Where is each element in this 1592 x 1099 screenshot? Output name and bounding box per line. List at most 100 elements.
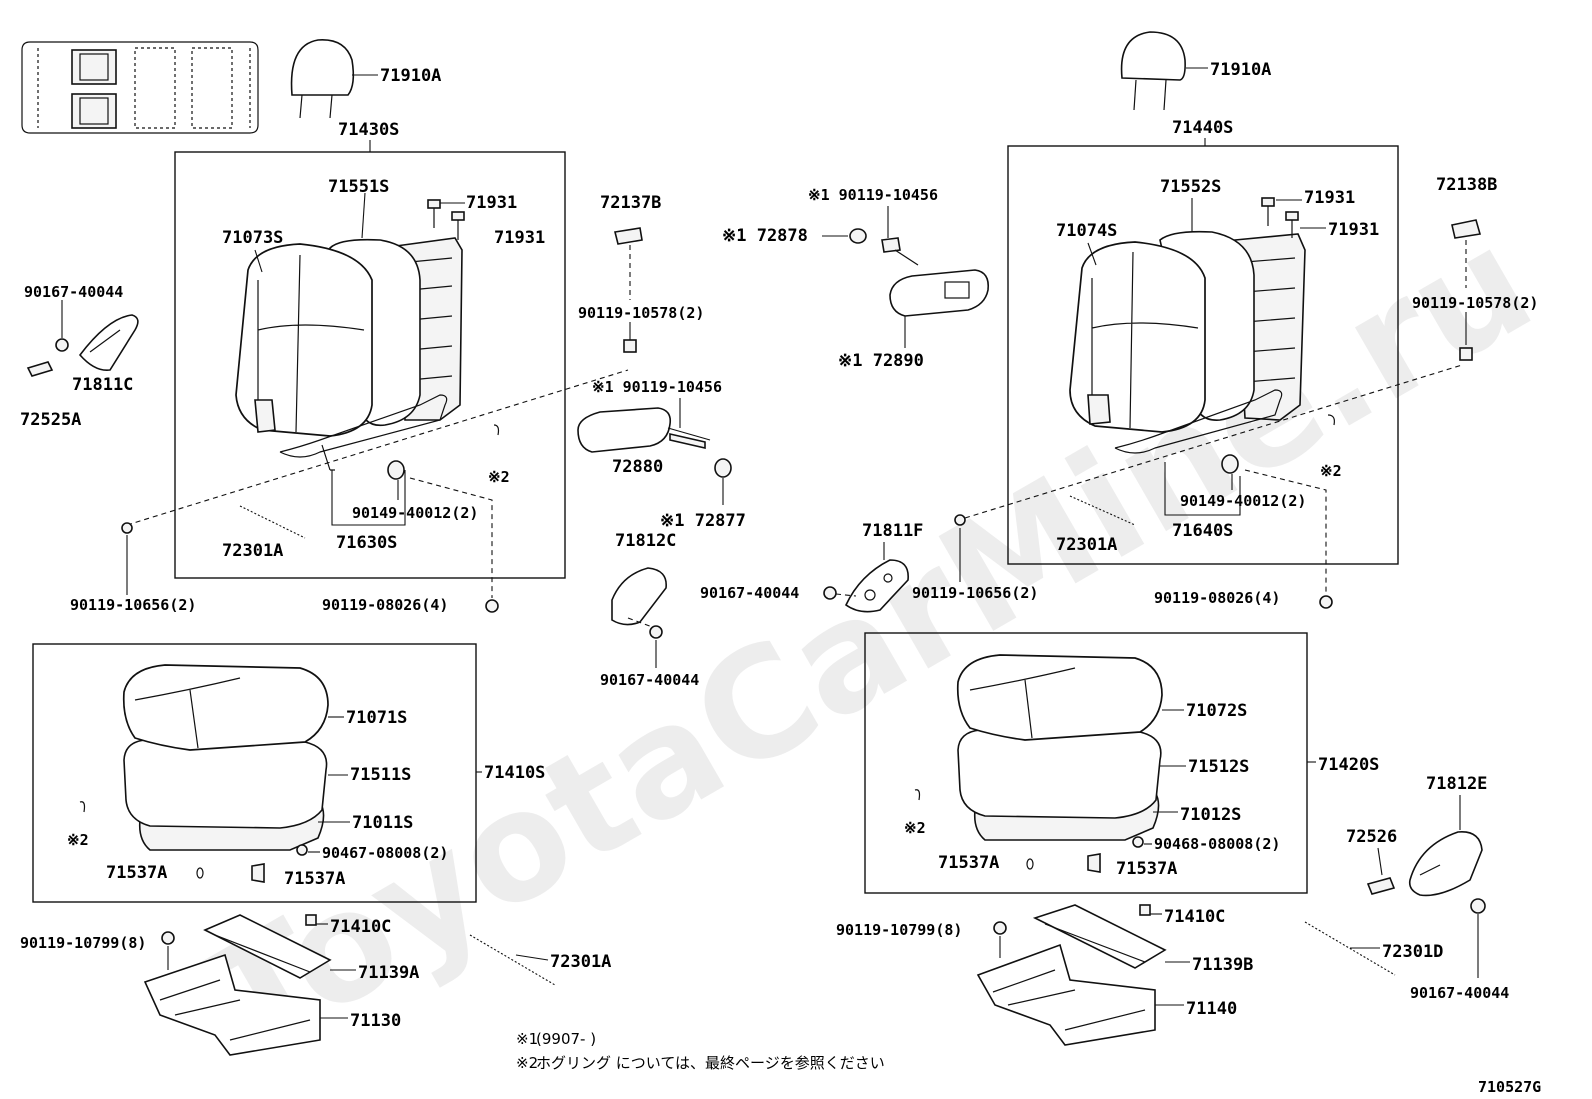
right-seatback-assembly (1069, 230, 1306, 474)
label-90119-08026-a: 90119-08026(4) (322, 596, 448, 614)
label-90119-10578-a: 90119-10578(2) (578, 304, 704, 322)
label-72877: ※1 72877 (660, 511, 746, 531)
label-71630S: 71630S (336, 533, 397, 553)
cap-72877 (714, 458, 732, 478)
label-71537A-a: 71537A (106, 863, 167, 883)
footnote-1-text: (9907- ) (536, 1030, 596, 1048)
left-cushion-group-box (32, 643, 477, 903)
label-72137B: 72137B (600, 193, 661, 213)
screw-90119-10578-a (623, 339, 637, 353)
seat-frame-71140 (976, 943, 1156, 1046)
label-71551S: 71551S (328, 177, 389, 197)
right-seat-cushion (956, 654, 1163, 841)
label-90149-40012-b: 90149-40012(2) (1180, 492, 1306, 510)
label-71811C: 71811C (72, 375, 133, 395)
label-90119-10799-b: 90119-10799(8) (836, 921, 962, 939)
label-71430S: 71430S (338, 120, 399, 140)
label-71410C-a: 71410C (330, 917, 391, 937)
label-90119-10656-a: 90119-10656(2) (70, 596, 196, 614)
seat-track-71139A (203, 914, 332, 979)
label-71074S: 71074S (1056, 221, 1117, 241)
label-72301A-c: 72301A (550, 952, 611, 972)
label-71410S: 71410S (484, 763, 545, 783)
label-90119-10578-b: 90119-10578(2) (1412, 294, 1538, 312)
label-71640S: 71640S (1172, 521, 1233, 541)
left-seat-cushion (122, 664, 329, 851)
label-71811F: 71811F (862, 521, 923, 541)
label-x2-b: ※2 (1320, 462, 1342, 480)
right-cushion-group-box (864, 632, 1308, 894)
label-71139A: 71139A (358, 963, 419, 983)
right-seatback-group-box (1007, 145, 1399, 565)
label-71910A-left: 71910A (380, 66, 441, 86)
label-90167-40044-c: 90167-40044 (700, 584, 799, 602)
left-headrest (290, 39, 355, 119)
label-71931-b: 71931 (494, 228, 545, 248)
label-72138B: 72138B (1436, 175, 1497, 195)
cap-72137B (614, 227, 643, 245)
left-seatback-group-box (174, 151, 566, 579)
label-71012S: 71012S (1180, 805, 1241, 825)
label-71537A-d: 71537A (1116, 859, 1177, 879)
label-71931-d: 71931 (1328, 220, 1379, 240)
label-71140: 71140 (1186, 999, 1237, 1019)
label-71410C-b: 71410C (1164, 907, 1225, 927)
label-90167-40044-a: 90167-40044 (24, 283, 123, 301)
label-90119-10656-b: 90119-10656(2) (912, 584, 1038, 602)
label-90467-08008: 90467-08008(2) (322, 844, 448, 862)
bolt-90119-08026-b (1319, 595, 1333, 609)
knob-72526 (1366, 877, 1396, 895)
label-90119-10799-a: 90119-10799(8) (20, 934, 146, 952)
label-72880: 72880 (612, 457, 663, 477)
bolt-71931-b (451, 211, 465, 240)
label-x2-a: ※2 (488, 468, 510, 486)
cover-71811F (844, 559, 909, 613)
label-90119-10456-a: ※1 90119-10456 (592, 378, 722, 396)
armrest-72880 (577, 407, 672, 453)
screw-90167-40044-a (55, 338, 69, 352)
label-90167-40044-d: 90167-40044 (1410, 984, 1509, 1002)
label-71420S: 71420S (1318, 755, 1379, 775)
cap-72878 (849, 228, 867, 244)
label-71071S: 71071S (346, 708, 407, 728)
left-recliner-cover-71811C (78, 314, 139, 372)
label-90119-08026-b: 90119-08026(4) (1154, 589, 1280, 607)
label-71139B: 71139B (1192, 955, 1253, 975)
label-71512S: 71512S (1188, 757, 1249, 777)
label-72301A-a: 72301A (222, 541, 283, 561)
label-x2-c: ※2 (67, 831, 89, 849)
label-71812E: 71812E (1426, 774, 1487, 794)
label-90167-40044-b: 90167-40044 (600, 671, 699, 689)
label-71073S: 71073S (222, 228, 283, 248)
footnote-2-text: ホグリング については、最終ページを参照ください (536, 1054, 885, 1072)
label-90149-40012-a: 90149-40012(2) (352, 504, 478, 522)
seat-track-71139B (1032, 904, 1167, 969)
armrest-72890 (889, 269, 990, 317)
label-71931-a: 71931 (466, 193, 517, 213)
label-72890: ※1 72890 (838, 351, 924, 371)
label-71552S: 71552S (1160, 177, 1221, 197)
label-90468-08008: 90468-08008(2) (1154, 835, 1280, 853)
cover-71812E (1408, 831, 1483, 897)
footnote-1-mark: ※1 (516, 1030, 538, 1048)
left-seatback-assembly (235, 237, 463, 480)
bolt-71931-a (427, 199, 441, 228)
cover-71812C (611, 567, 667, 626)
cap-72138B (1451, 219, 1482, 239)
label-71072S: 71072S (1186, 701, 1247, 721)
label-x2-d: ※2 (904, 819, 926, 837)
figure-id: 710527G (1478, 1078, 1541, 1096)
knob-72525A (26, 361, 54, 377)
label-71440S: 71440S (1172, 118, 1233, 138)
label-71130: 71130 (350, 1011, 401, 1031)
screw-90167-40044-b (649, 625, 663, 639)
vehicle-index-thumbnail (21, 41, 259, 134)
label-71011S: 71011S (352, 813, 413, 833)
label-71812C: 71812C (615, 531, 676, 551)
screw-90119-10578-b (1459, 347, 1473, 361)
label-71931-c: 71931 (1304, 188, 1355, 208)
label-72878: ※1 72878 (722, 226, 808, 246)
label-72526: 72526 (1346, 827, 1397, 847)
label-72301D: 72301D (1382, 942, 1443, 962)
